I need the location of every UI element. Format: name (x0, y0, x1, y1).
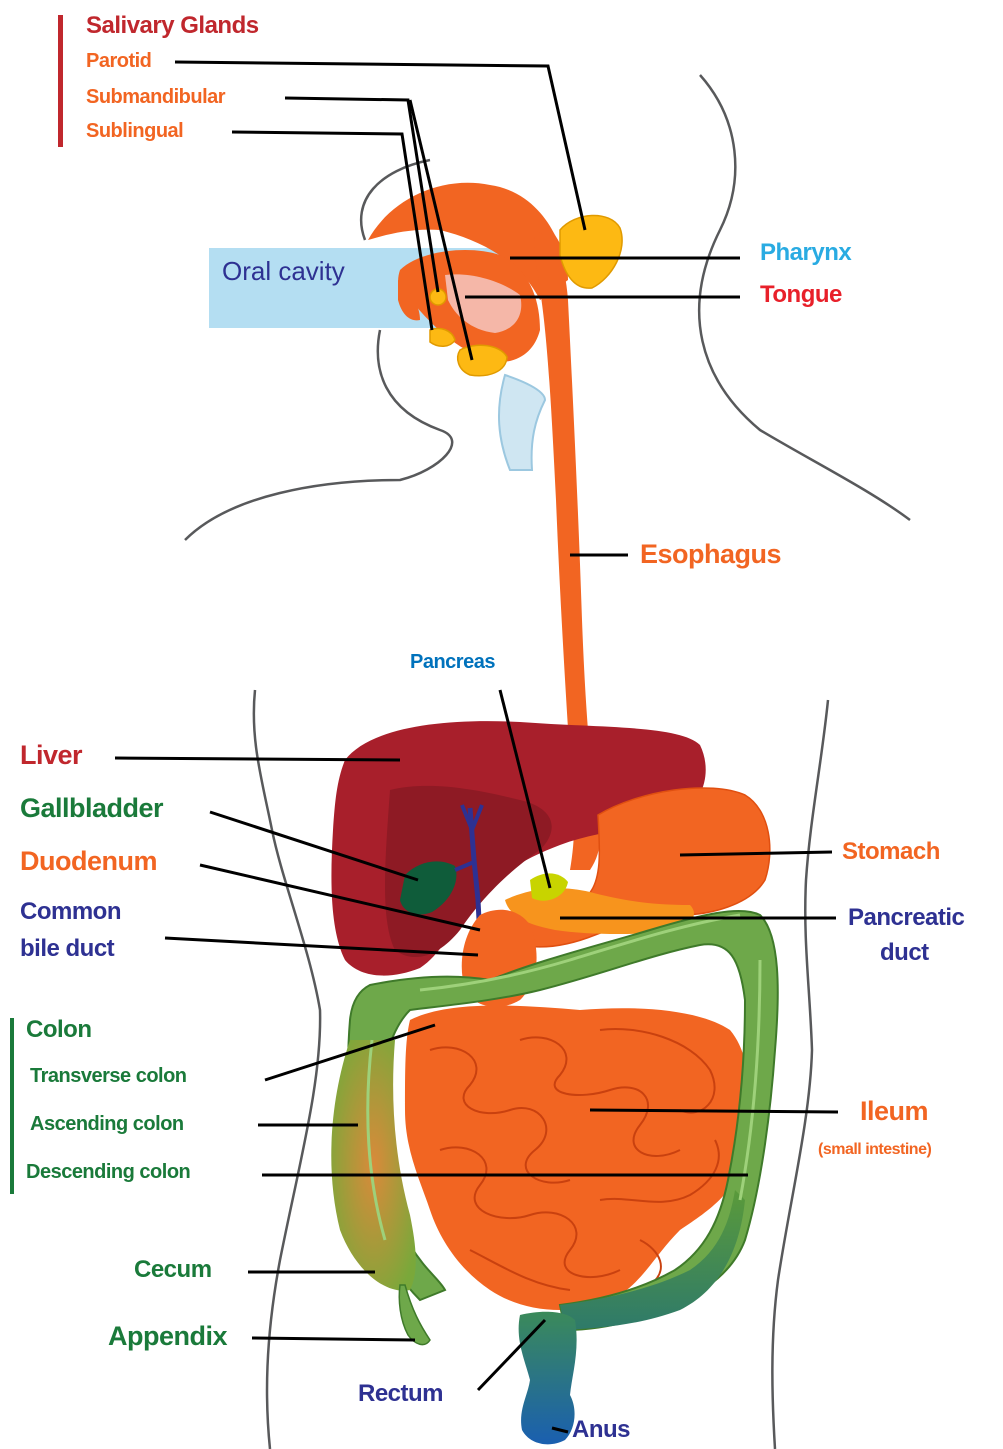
parotid-gland (560, 215, 622, 288)
label-pancreatic-duct-line2: duct (880, 941, 929, 965)
label-sublingual: Sublingual (86, 121, 183, 141)
label-pancreas: Pancreas (410, 652, 495, 672)
label-descending-colon: Descending colon (26, 1162, 190, 1182)
label-parotid: Parotid (86, 51, 151, 71)
label-submandibular: Submandibular (86, 87, 225, 107)
label-gallbladder: Gallbladder (20, 795, 163, 822)
label-appendix: Appendix (108, 1323, 227, 1350)
label-stomach: Stomach (842, 840, 940, 864)
label-oral-cavity: Oral cavity (222, 258, 345, 284)
label-ileum-small-intestine: (small intestine) (818, 1142, 931, 1158)
label-pancreatic-duct-line1: Pancreatic (848, 906, 964, 930)
label-tongue: Tongue (760, 283, 842, 307)
label-common-bile-duct-line1: Common (20, 900, 121, 924)
label-cecum: Cecum (134, 1258, 212, 1282)
rectum-shape (519, 1312, 577, 1445)
label-ascending-colon: Ascending colon (30, 1114, 184, 1134)
submandibular-gland (458, 345, 507, 375)
label-rectum: Rectum (358, 1382, 443, 1406)
label-transverse-colon: Transverse colon (30, 1066, 187, 1086)
label-pharynx: Pharynx (760, 241, 851, 265)
label-liver: Liver (20, 742, 82, 769)
label-esophagus: Esophagus (640, 541, 781, 568)
label-salivary-glands: Salivary Glands (86, 14, 259, 38)
salivary-bracket (58, 15, 63, 147)
label-ileum: Ileum (860, 1098, 928, 1125)
label-duodenum: Duodenum (20, 848, 157, 875)
colon-bracket (10, 1018, 14, 1194)
label-anus: Anus (572, 1418, 630, 1442)
label-colon: Colon (26, 1018, 91, 1042)
label-common-bile-duct-line2: bile duct (20, 937, 114, 961)
trachea-shape (499, 375, 545, 470)
